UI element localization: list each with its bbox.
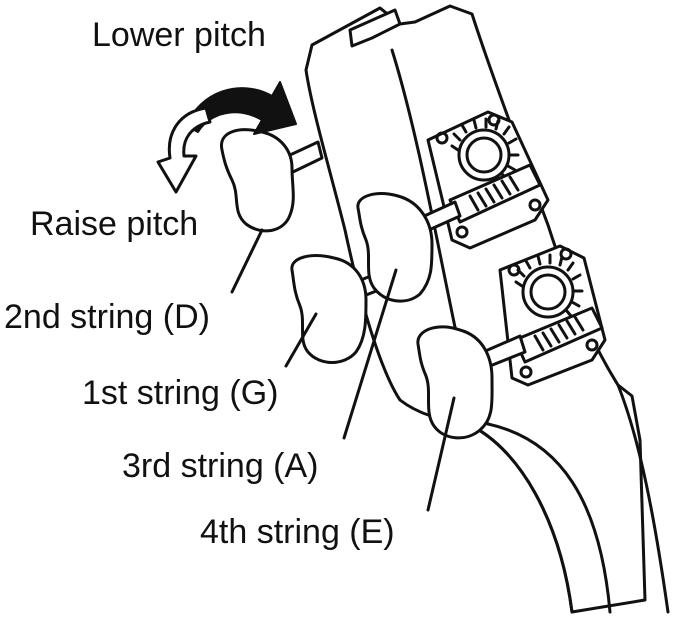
tuning-key-3rd [356,192,434,303]
headstock-slot [348,8,402,48]
tuner-plate-lower [498,244,607,387]
leader-line-3rd [342,268,398,440]
first-string-label: 1st string (G) [82,374,279,412]
leader-line-2nd [230,228,264,294]
tuning-key-2nd [220,128,295,233]
second-string-label: 2nd string (D) [4,298,210,336]
leader-line-4th [426,396,456,512]
raise-pitch-label: Raise pitch [30,205,199,243]
neck-right-edge [616,383,670,614]
tuning-key-1st [290,254,368,364]
curved-arrow-solid-icon [185,81,297,135]
tuning-key-4th [416,325,494,440]
third-string-label: 3rd string (A) [122,447,319,485]
neck-left-edge [468,423,574,614]
curved-arrow-outline-icon [156,106,212,194]
fourth-string-label: 4th string (E) [200,513,395,551]
lower-pitch-label: Lower pitch [92,16,266,54]
neck-center-line [486,422,612,614]
leader-line-1st [284,312,318,368]
